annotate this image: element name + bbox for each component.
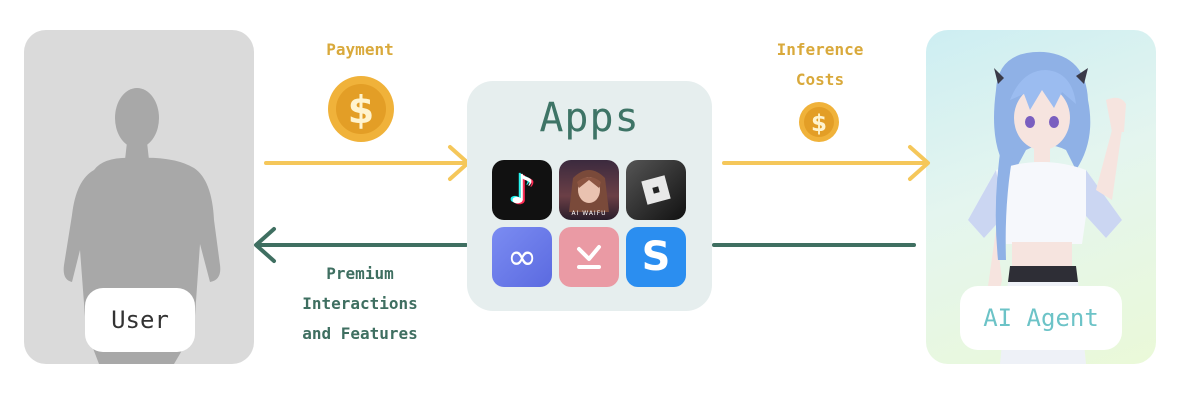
pink-app-logo-icon (577, 245, 601, 269)
tiktok-glyph: ♪ (509, 167, 535, 213)
ai-agent-panel: AI Agent (926, 30, 1156, 364)
infinity-glyph: ∞ (507, 236, 537, 278)
user-panel: User (24, 30, 254, 364)
inference-arrow (722, 145, 930, 181)
ai-waifu-portrait-icon (569, 170, 609, 212)
payment-coin-icon: $ (328, 76, 394, 142)
ai-waifu-icon[interactable]: AI WAIFU (559, 160, 619, 220)
s-app-icon[interactable]: S (626, 227, 686, 287)
pink-app-icon[interactable] (559, 227, 619, 287)
user-label: User (85, 288, 195, 352)
ai-agent-label: AI Agent (960, 286, 1122, 350)
roblox-icon[interactable] (626, 160, 686, 220)
payment-label: Payment (326, 40, 394, 59)
s-app-glyph: S (641, 234, 671, 280)
inference-label-line1: Inference (776, 40, 864, 59)
apps-panel: Apps ♪ AI WAIFU ∞ S (467, 81, 712, 311)
premium-arrow (254, 227, 468, 263)
inference-costs-label: Inference Costs (760, 35, 880, 95)
dollar-sign-icon: $ (348, 88, 374, 132)
dollar-sign-icon: $ (811, 111, 827, 137)
premium-label-line1: Premium (326, 264, 394, 283)
premium-features-label: Premium Interactions and Features (290, 259, 430, 349)
agent-service-line (712, 243, 916, 247)
premium-label-line3: and Features (302, 324, 418, 343)
payment-arrow (264, 145, 470, 181)
infinity-app-icon[interactable]: ∞ (492, 227, 552, 287)
ai-waifu-caption: AI WAIFU (571, 210, 607, 217)
apps-title: Apps (539, 95, 640, 141)
inference-coin-icon: $ (799, 102, 839, 142)
inference-label-line2: Costs (795, 70, 845, 89)
premium-label-line2: Interactions (302, 294, 418, 313)
tiktok-icon[interactable]: ♪ (492, 160, 552, 220)
roblox-logo-icon (641, 175, 671, 205)
